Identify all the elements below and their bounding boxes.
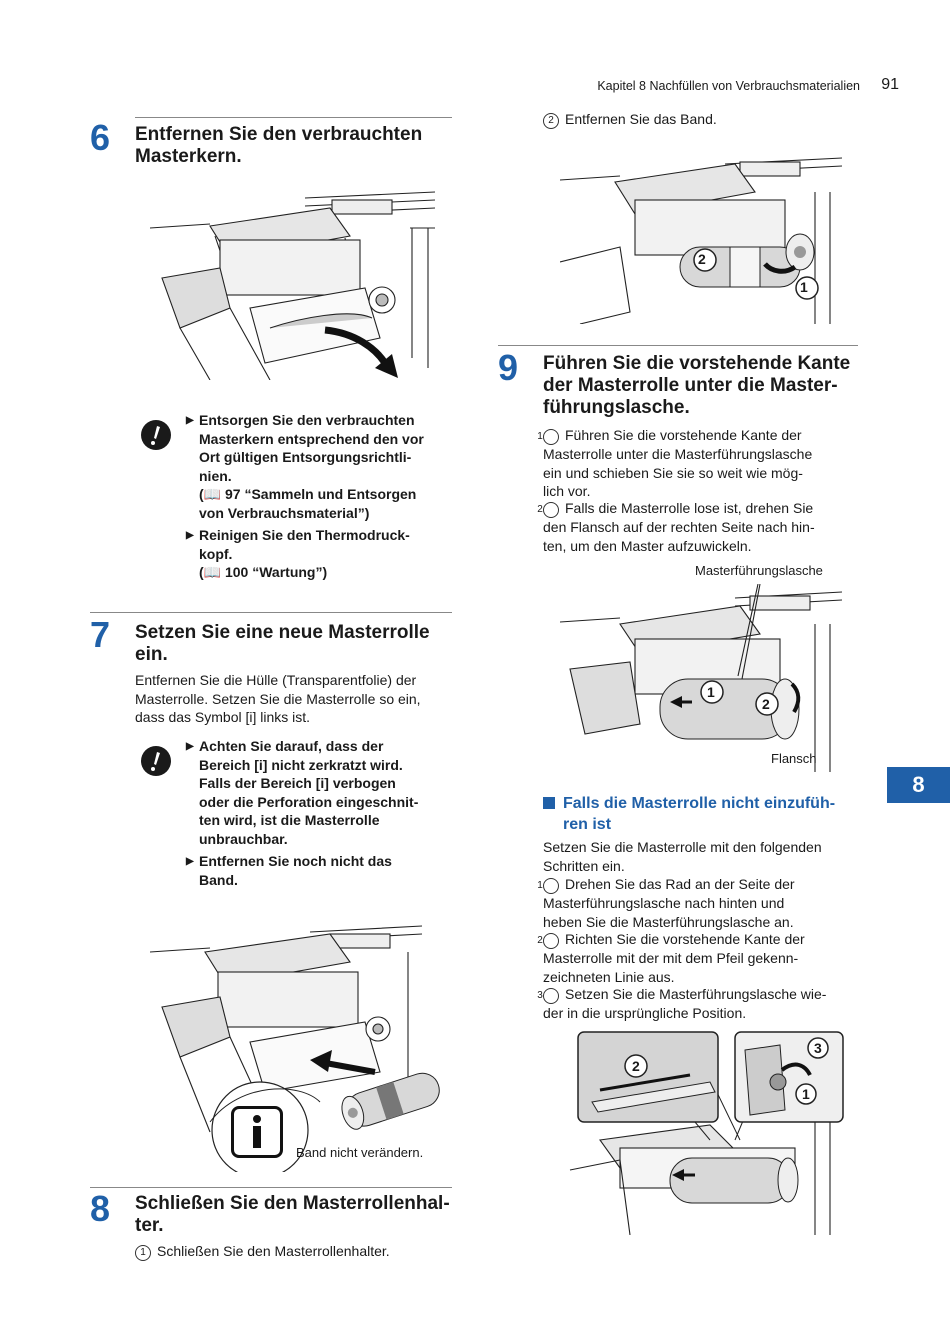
bullet-triangle-icon: ▶	[186, 530, 194, 541]
section-square-icon	[543, 797, 555, 809]
step-number: 6	[90, 117, 111, 158]
info-symbol-icon	[231, 1106, 283, 1158]
circled-number: 1	[135, 1245, 151, 1261]
step-number: 8	[90, 1188, 111, 1229]
caution-icon	[141, 420, 171, 450]
reference-link[interactable]: (📖 100 “Wartung”)	[199, 564, 328, 580]
caution-bullet-band: ▶ Entfernen Sie noch nicht das Band.	[186, 853, 392, 888]
reference-link[interactable]: (📖 97 “Sammeln und Entsorgen von Verbrau…	[199, 486, 417, 521]
band-label: Band nicht verändern.	[296, 1145, 424, 1160]
illustration-remove-core	[150, 188, 435, 380]
callout-number: 1	[800, 279, 808, 295]
circled-number: 2	[543, 113, 559, 129]
bullet-triangle-icon: ▶	[186, 415, 194, 426]
step-number: 7	[90, 614, 111, 655]
section-intro: Setzen Sie die Masterrolle mit den folge…	[543, 839, 822, 874]
step-number: 9	[498, 347, 519, 388]
section-heading: Falls die Masterrolle nicht einzufüh- re…	[563, 795, 836, 833]
chapter-header: Kapitel 8 Nachfüllen von Verbrauchsmater…	[597, 79, 860, 93]
step-divider	[135, 117, 452, 118]
circled-number: 1	[537, 429, 559, 445]
page-number: 91	[881, 76, 899, 93]
callout-number: 2	[762, 696, 770, 712]
caution-bullet-dispose: ▶ Entsorgen Sie den verbrauchten Masterk…	[186, 411, 449, 522]
step-divider	[90, 1187, 452, 1188]
caution-bullet-scratch: ▶ Achten Sie darauf, dass der Bereich [i…	[186, 738, 419, 847]
callout-number: 1	[802, 1086, 810, 1102]
illustration-feed-master	[560, 584, 842, 772]
step-title: Schließen Sie den Masterrollenhal- ter.	[135, 1193, 450, 1236]
bullet-triangle-icon: ▶	[186, 856, 194, 867]
step-divider	[498, 345, 858, 346]
step-title: Führen Sie die vorstehende Kante der Mas…	[543, 353, 851, 418]
step-divider	[90, 612, 452, 613]
caution-bullet-clean: ▶ Reinigen Sie den Thermodruck- kopf. (📖…	[186, 526, 449, 582]
circled-number: 1	[537, 878, 559, 894]
illustration-insert-roll	[150, 922, 442, 1172]
callout-number: 2	[632, 1058, 640, 1074]
step-title: Entfernen Sie den verbrauchten Masterker…	[135, 124, 423, 167]
step-title: Setzen Sie eine neue Masterrolle ein.	[135, 622, 430, 665]
bullet-triangle-icon: ▶	[186, 741, 194, 752]
step-text: Entfernen Sie die Hülle (Transparentfoli…	[135, 672, 421, 725]
callout-number: 1	[707, 684, 715, 700]
chapter-side-tab: 8	[887, 767, 950, 803]
illustration-remove-band	[560, 152, 842, 324]
callout-number: 2	[698, 251, 706, 267]
guide-flap-label: Masterführungslasche	[695, 563, 823, 578]
caution-icon	[141, 746, 171, 776]
flange-label: Flansch	[771, 751, 817, 766]
illustration-guide-flap	[560, 1030, 845, 1235]
circled-number: 2	[537, 933, 559, 949]
circled-number: 2	[537, 502, 559, 518]
circled-number: 3	[537, 988, 559, 1004]
callout-number: 3	[814, 1040, 822, 1056]
